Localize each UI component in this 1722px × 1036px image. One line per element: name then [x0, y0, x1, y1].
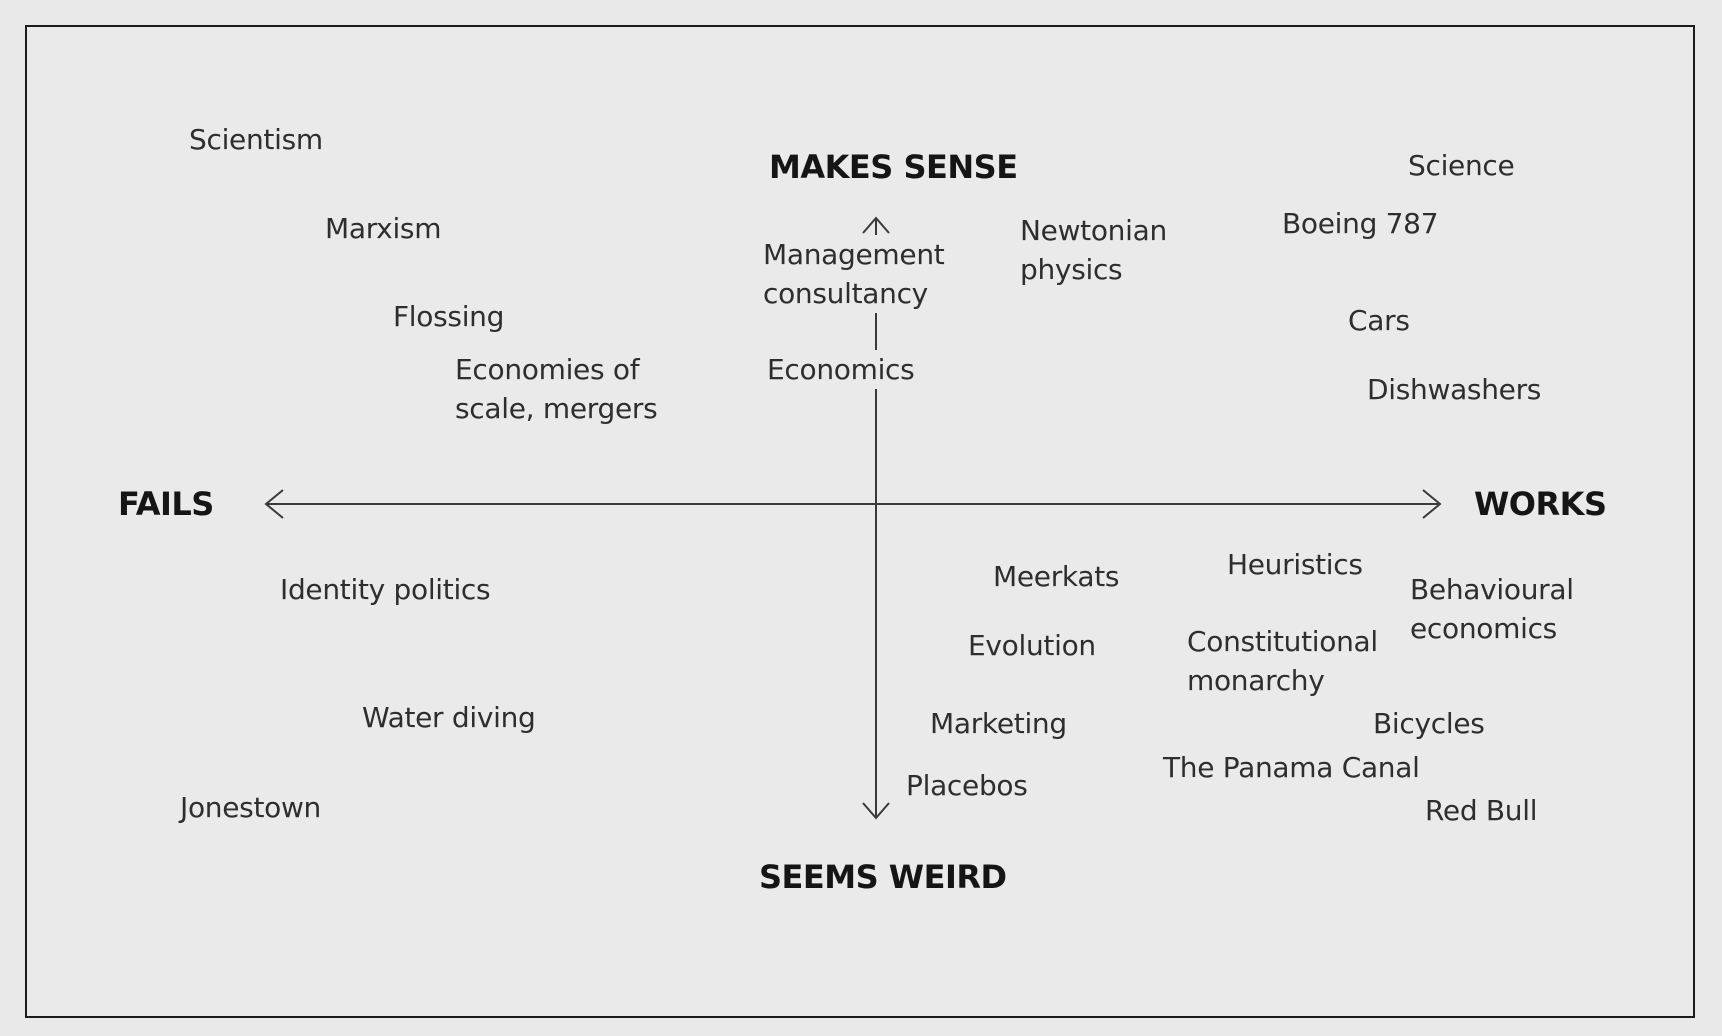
item-evolution: Evolution	[968, 629, 1096, 662]
item-heuristics: Heuristics	[1227, 548, 1363, 581]
diagram-frame	[25, 25, 1695, 1018]
item-meerkats: Meerkats	[993, 560, 1120, 593]
item-marketing: Marketing	[930, 707, 1067, 740]
axis-label-works: WORKS	[1474, 485, 1607, 523]
item-cars: Cars	[1348, 304, 1410, 337]
item-economics: Economics	[765, 350, 917, 389]
up-arrowhead	[862, 216, 890, 234]
item-flossing: Flossing	[393, 300, 505, 333]
item-jonestown: Jonestown	[180, 791, 322, 824]
axis-label-makes-sense: MAKES SENSE	[769, 148, 1018, 186]
item-scientism: Scientism	[189, 123, 323, 156]
down-arrowhead	[862, 802, 890, 820]
item-panama-canal: The Panama Canal	[1163, 751, 1420, 784]
item-marxism: Marxism	[325, 212, 442, 245]
item-economies-of-scale: Economies of scale, mergers	[455, 353, 658, 425]
item-identity-politics: Identity politics	[280, 573, 491, 606]
item-dishwashers: Dishwashers	[1367, 373, 1542, 406]
axis-label-fails: FAILS	[118, 485, 214, 523]
item-placebos: Placebos	[906, 769, 1028, 802]
item-newtonian-physics: Newtonian physics	[1020, 214, 1167, 286]
item-management-consultancy: Management consultancy	[761, 235, 947, 313]
axis-label-seems-weird: SEEMS WEIRD	[759, 858, 1007, 896]
item-constitutional-monarchy: Constitutional monarchy	[1187, 625, 1378, 697]
item-bicycles: Bicycles	[1373, 707, 1485, 740]
left-arrowhead	[264, 489, 284, 519]
item-water-diving: Water diving	[362, 701, 536, 734]
item-science: Science	[1408, 149, 1515, 182]
item-behavioural-economics: Behavioural economics	[1410, 573, 1574, 645]
item-red-bull: Red Bull	[1425, 794, 1538, 827]
item-boeing-787: Boeing 787	[1282, 207, 1439, 240]
right-arrowhead	[1422, 489, 1442, 519]
